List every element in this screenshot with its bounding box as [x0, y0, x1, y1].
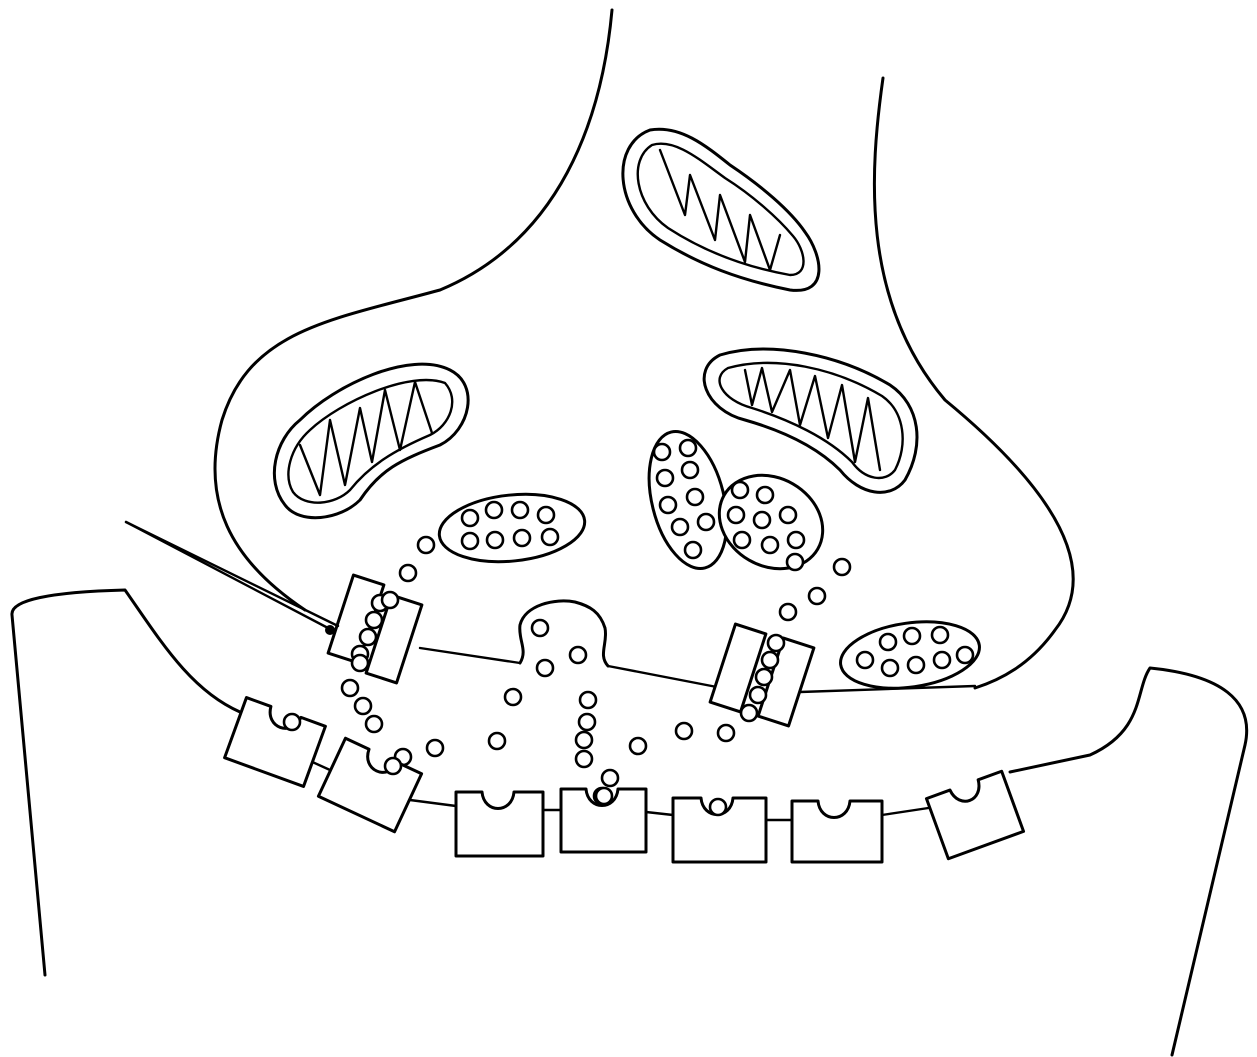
receptor: [792, 801, 882, 862]
synaptic-vesicle-cluster: [702, 457, 840, 587]
mitochondrion: [274, 364, 468, 518]
synaptic-vesicle-cluster: [836, 614, 984, 697]
membrane-channel: [328, 575, 422, 683]
receptor: [456, 792, 543, 856]
presynaptic-terminal: [215, 10, 1073, 692]
synaptic-vesicle-cluster: [436, 488, 588, 569]
receptor: [561, 788, 646, 852]
mitochondrion: [623, 129, 819, 290]
membrane-channel: [710, 624, 814, 726]
mitochondrion: [704, 349, 917, 492]
vesicle-fusing-with-membrane: [520, 601, 608, 666]
receptor: [926, 771, 1023, 859]
receptor: [673, 798, 766, 862]
